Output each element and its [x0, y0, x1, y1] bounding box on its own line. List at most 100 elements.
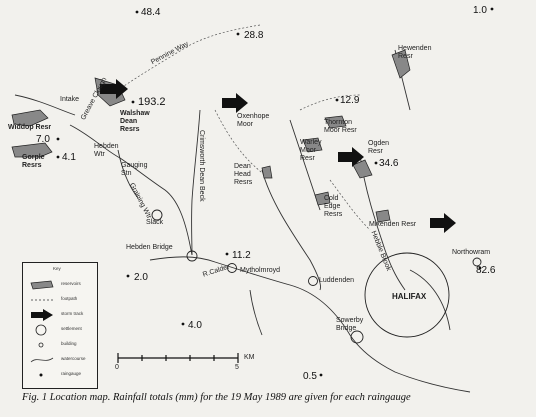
legend-row-footpath: footpath: [23, 294, 97, 306]
scale-label-five: 5: [235, 364, 239, 371]
label-walshaw-dean-resrs: Walshaw Dean Resrs: [120, 110, 150, 133]
dean-head-reservoir: [261, 165, 273, 179]
raingauge-0-5: [319, 373, 323, 377]
legend-row-settlement: settlement: [23, 324, 97, 336]
storm-arrow-walshaw: [100, 79, 128, 99]
figure-caption: Fig. 1 Location map. Rainfall totals (mm…: [22, 392, 411, 403]
label-mixenden-resr: Mixenden Resr: [369, 221, 417, 228]
raingauge-1-0: [490, 7, 494, 11]
rainfall-value-4-1: 4.1: [62, 152, 76, 163]
rainfall-value-7-0: 7.0: [36, 134, 50, 145]
rainfall-value-34-6: 34.6: [379, 158, 399, 169]
raingauge-7-0: [56, 137, 60, 141]
label-crimsworth-dean-beck: Crimsworth Dean Beck: [198, 130, 205, 202]
label-gauging-stn: Gauging Stn: [121, 162, 148, 177]
mytholmroyd-settlement: [227, 263, 237, 273]
ogden-reservoir: [352, 159, 373, 179]
label-hewenden-resr: Hewenden Resr: [398, 45, 432, 60]
rainfall-value-12-9: 12.9: [340, 95, 360, 106]
legend-label-settlement: settlement: [61, 326, 82, 331]
label-warley-moor-resr: Warley Moor Resr: [300, 139, 322, 162]
scale-bar: [117, 353, 239, 363]
mixenden-reservoir: [375, 209, 391, 223]
label-cold-edge-resrs: Cold Edge Resrs: [324, 195, 343, 218]
hebble-brook: [359, 154, 406, 291]
raingauge-82-6: [478, 266, 482, 270]
legend-row-storm-track: storm track: [23, 309, 97, 321]
rainfall-value-4-0: 4.0: [188, 320, 202, 331]
legend-label-reservoirs: reservoirs: [61, 281, 81, 286]
raingauge-12-9: [335, 98, 339, 102]
river-calder: [149, 256, 471, 393]
raingauge-11-2: [225, 252, 229, 256]
storm-arrow-mixenden: [430, 213, 456, 233]
footpaths: [117, 24, 371, 231]
rainfall-value-2-0: 2.0: [134, 272, 148, 283]
legend-label-building: building: [61, 341, 77, 346]
legend-label-footpath: footpath: [61, 296, 78, 301]
storm-arrow-oxenhope: [222, 93, 248, 113]
settlement-icon: [35, 324, 47, 336]
footpath-c: [329, 179, 371, 231]
halifax-settlement: [364, 252, 450, 338]
reservoirs: [11, 49, 411, 223]
rainfall-value-48-4: 48.4: [141, 7, 161, 18]
slack-settlement: [151, 209, 163, 221]
label-widdop-resr: Widdop Resr: [8, 124, 52, 131]
label-hebden-wtr: Hebden Wtr: [94, 143, 119, 158]
raingauge-icon: [39, 373, 43, 377]
sowerby-bridge-settlement: [350, 330, 364, 344]
building-icon: [38, 342, 44, 348]
label-slack: Slack: [146, 219, 164, 226]
scale-label-zero: 0: [115, 364, 119, 371]
label-oxenhope-moor: Oxenhope Moor: [237, 113, 270, 128]
footpath-icon: [31, 299, 53, 301]
scale-label-unit: KM: [244, 354, 255, 361]
footpath-a: [214, 109, 266, 176]
storm-arrow-ogden: [338, 147, 364, 167]
label-intake: Intake: [60, 96, 80, 103]
map-legend: Key reservoirs footpath storm track sett…: [22, 262, 98, 389]
legend-row-building: building: [23, 339, 97, 351]
raingauge-4-0: [181, 322, 185, 326]
rainfall-value-0-5: 0.5: [303, 371, 317, 382]
raingauge-2-0: [126, 274, 130, 278]
reservoirs-icon: [30, 280, 54, 290]
legend-row-reservoirs: reservoirs: [23, 279, 97, 291]
raingauge-4-1: [56, 155, 60, 159]
thornton-moor-reservoir: [324, 115, 347, 129]
rainfall-value-82-6: 82.6: [476, 265, 496, 276]
rainfall-value-193-2: 193.2: [138, 96, 166, 108]
hebden-bridge-settlement: [186, 250, 198, 262]
graining-water: [117, 149, 139, 199]
rainfall-value-11-2: 11.2: [232, 250, 251, 261]
legend-title: Key: [53, 266, 61, 271]
footpath-b: [299, 94, 361, 111]
legend-row-watercourse: watercourse: [23, 354, 97, 366]
northowram-settlement: [472, 257, 482, 267]
widdop-reservoir: [11, 109, 49, 127]
cold-edge-reservoir: [314, 191, 331, 206]
label-dean-head-resrs: Dean Head Resrs: [234, 163, 253, 186]
pennine-way: [117, 24, 261, 91]
stream-d: [14, 94, 76, 116]
legend-label-storm-track: storm track: [61, 311, 84, 316]
legend-row-raingauge: raingauge: [23, 369, 97, 381]
rainfall-value-28-8: 28.8: [244, 30, 264, 41]
label-mytholmroyd: Mytholmroyd: [240, 267, 281, 274]
watercourse-icon: [30, 357, 54, 363]
luddenden-settlement: [308, 276, 318, 286]
settlements: [151, 209, 482, 344]
label-sowerby-bridge: Sowerby Bridge: [336, 317, 364, 332]
raingauge-28-8: [236, 32, 240, 36]
raingauge-193-2: [131, 100, 135, 104]
rainfall-value-1-0: 1.0: [473, 5, 487, 16]
storm-tracks: [100, 79, 456, 233]
label-gorple-resrs: Gorple Resrs: [22, 154, 45, 169]
raingauge-48-4: [135, 10, 139, 14]
label-ogden-resr: Ogden Resr: [368, 140, 390, 155]
stream-e: [249, 289, 263, 336]
raingauge-34-6: [374, 161, 378, 165]
gorple-reservoir: [11, 142, 53, 158]
